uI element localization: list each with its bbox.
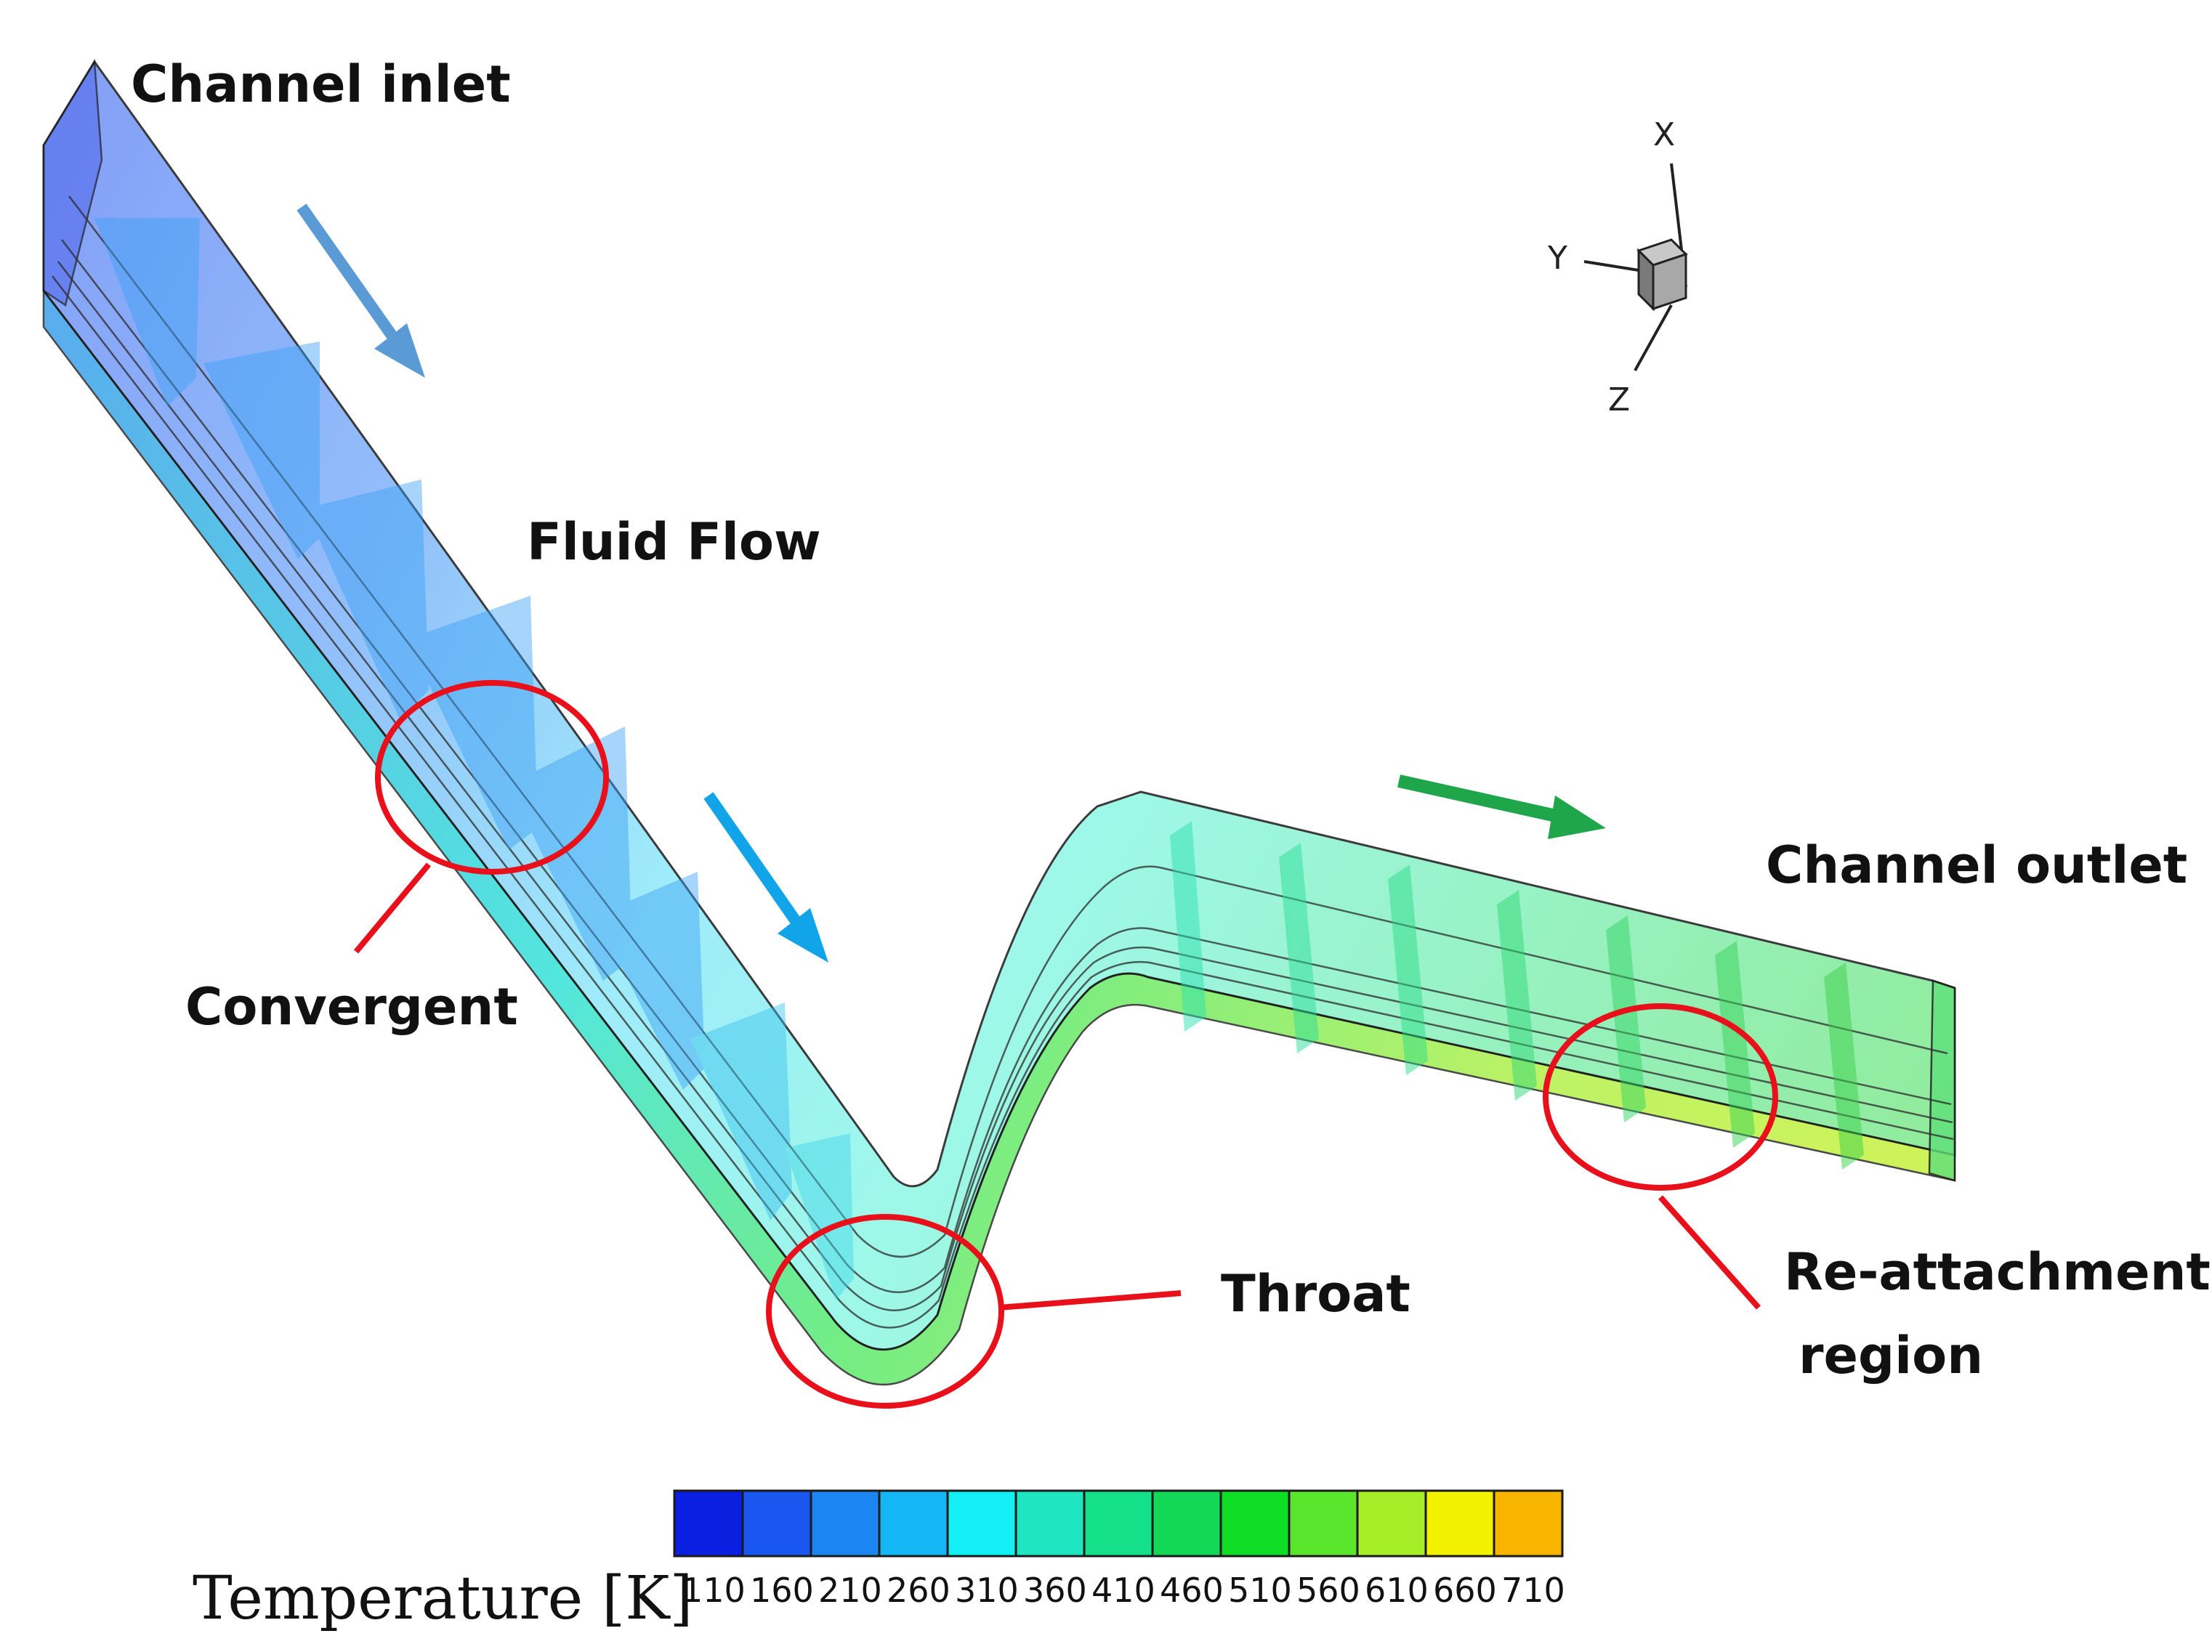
colorbar-swatch: [1493, 1489, 1564, 1558]
colorbar-swatch: [673, 1489, 744, 1558]
colorbar-tick-label: 510: [1228, 1571, 1292, 1610]
colorbar-swatches: [673, 1489, 1564, 1558]
colorbar-tick-label: 610: [1365, 1571, 1429, 1610]
channel-body: [42, 60, 1956, 1351]
reattachment-leader: [1658, 1195, 1761, 1310]
colorbar-tick-label: 710: [1501, 1571, 1565, 1610]
reattachment-circle: [1543, 1003, 1778, 1191]
flow-arrow-outlet: [1397, 774, 1606, 839]
convergent-label: Convergent: [185, 977, 518, 1037]
colorbar-tick-label: 210: [818, 1571, 882, 1610]
colorbar-swatch: [1424, 1489, 1495, 1558]
colorbar-swatch: [1014, 1489, 1086, 1558]
throat-leader: [998, 1290, 1182, 1311]
outlet-face: [1928, 979, 1956, 1182]
channel-inlet-label: Channel inlet: [131, 54, 511, 114]
slice-planes-outlet: [1170, 821, 1864, 1170]
axis-triad: X Y Z: [1547, 116, 1688, 418]
throat-label: Throat: [1221, 1264, 1410, 1324]
colorbar-tick-label: 110: [682, 1571, 746, 1610]
colorbar-title: Temperature [K]: [193, 1564, 693, 1633]
axis-x-label: X: [1653, 116, 1675, 153]
colorbar-swatch: [1288, 1489, 1359, 1558]
convergent-circle: [375, 680, 609, 875]
colorbar-tick-label: 460: [1160, 1571, 1224, 1610]
colorbar-swatch: [810, 1489, 881, 1558]
colorbar-tick-label: 310: [955, 1571, 1019, 1610]
flow-arrow-inlet: [296, 203, 425, 378]
colorbar-swatch: [1219, 1489, 1291, 1558]
flow-arrow-mid: [703, 792, 828, 963]
colorbar-tick-label: 360: [1023, 1571, 1087, 1610]
colorbar-swatch: [946, 1489, 1017, 1558]
axis-y-label: Y: [1547, 240, 1567, 277]
colorbar-tick-label: 160: [750, 1571, 814, 1610]
colorbar-swatch: [1356, 1489, 1427, 1558]
triad-cube-icon: [1636, 238, 1688, 312]
slice-planes: [94, 218, 854, 1300]
channel-outlet-label: Channel outlet: [1766, 835, 2187, 895]
fluid-flow-label: Fluid Flow: [527, 512, 821, 572]
colorbar-tick-label: 660: [1433, 1571, 1497, 1610]
colorbar-tick-label: 560: [1296, 1571, 1360, 1610]
channel-geometry: [42, 59, 1956, 1386]
throat-circle: [766, 1214, 1004, 1409]
reattachment-label-line2: region: [1799, 1326, 1983, 1385]
convergent-leader: [353, 862, 432, 954]
colorbar-swatch: [1083, 1489, 1154, 1558]
colorbar-swatch: [1151, 1489, 1222, 1558]
colorbar-tick-label: 410: [1091, 1571, 1155, 1610]
inlet-face: [42, 59, 103, 307]
colorbar-swatch: [741, 1489, 812, 1558]
axis-z-label: Z: [1608, 381, 1630, 418]
reattachment-label-line1: Re-attachment: [1784, 1242, 2211, 1302]
colorbar-tick-label: 260: [887, 1571, 950, 1610]
colorbar-swatch: [878, 1489, 949, 1558]
